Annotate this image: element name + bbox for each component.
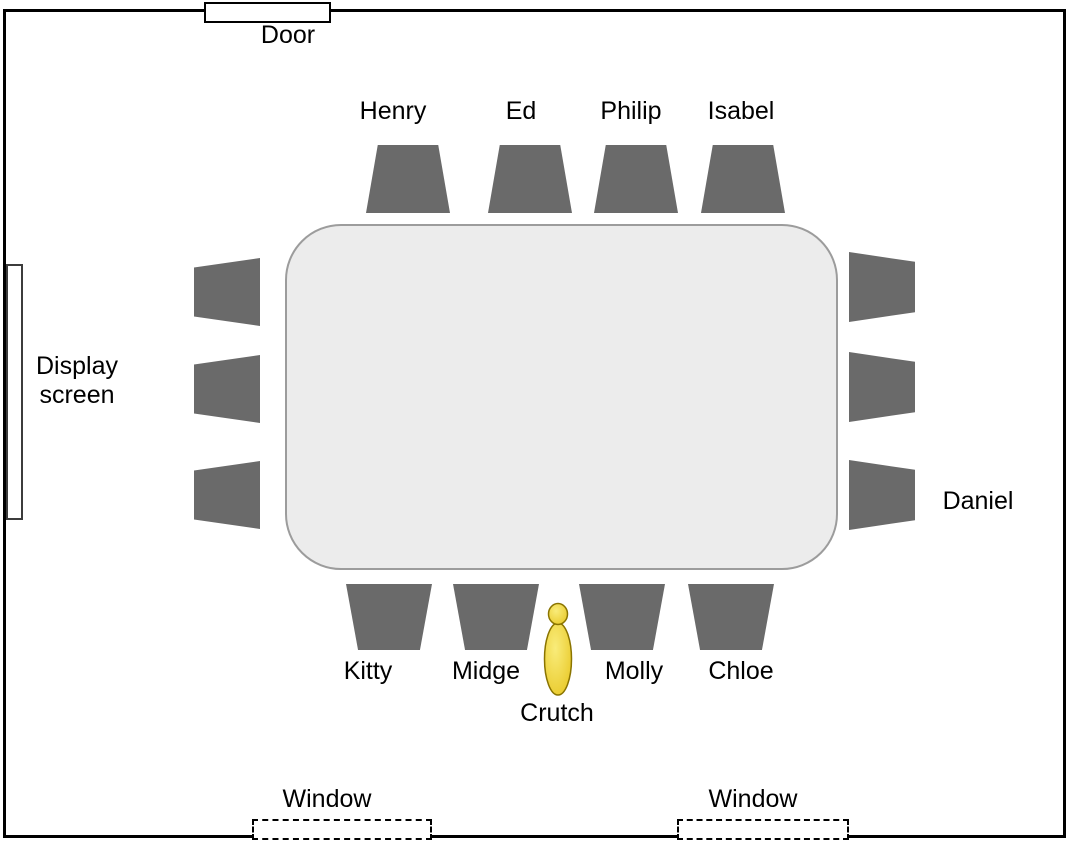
seat-label-henry: Henry xyxy=(359,97,427,125)
chair-philip xyxy=(594,145,678,213)
chair-isabel xyxy=(701,145,785,213)
seat-label-kitty: Kitty xyxy=(343,657,393,685)
crutch-label: Crutch xyxy=(520,699,594,727)
chair-chloe xyxy=(688,584,774,650)
seat-label-isabel: Isabel xyxy=(707,97,775,125)
window-right-label: Window xyxy=(708,785,798,813)
chair-kitty xyxy=(346,584,432,650)
chair-left-3 xyxy=(194,461,260,529)
chair-right-2 xyxy=(849,352,915,422)
seat-label-midge: Midge xyxy=(451,657,521,685)
chair-midge xyxy=(453,584,539,650)
seat-label-molly: Molly xyxy=(604,657,664,685)
door xyxy=(204,2,331,23)
chair-henry xyxy=(366,145,450,213)
door-label: Door xyxy=(260,21,316,49)
conference-table xyxy=(285,224,838,570)
chair-ed xyxy=(488,145,572,213)
display-screen-label: Display screen xyxy=(36,352,118,409)
chair-left-1 xyxy=(194,258,260,326)
crutch-icon xyxy=(543,602,573,696)
seat-label-chloe: Chloe xyxy=(708,657,774,685)
window-right xyxy=(677,819,849,840)
seat-label-ed: Ed xyxy=(505,97,537,125)
seat-label-daniel: Daniel xyxy=(942,487,1014,515)
seat-label-philip: Philip xyxy=(600,97,662,125)
display-screen xyxy=(6,264,23,520)
chair-daniel xyxy=(849,460,915,530)
window-left-label: Window xyxy=(282,785,372,813)
window-left xyxy=(252,819,432,840)
chair-right-1 xyxy=(849,252,915,322)
chair-left-2 xyxy=(194,355,260,423)
chair-molly xyxy=(579,584,665,650)
room-outline xyxy=(3,9,1066,838)
